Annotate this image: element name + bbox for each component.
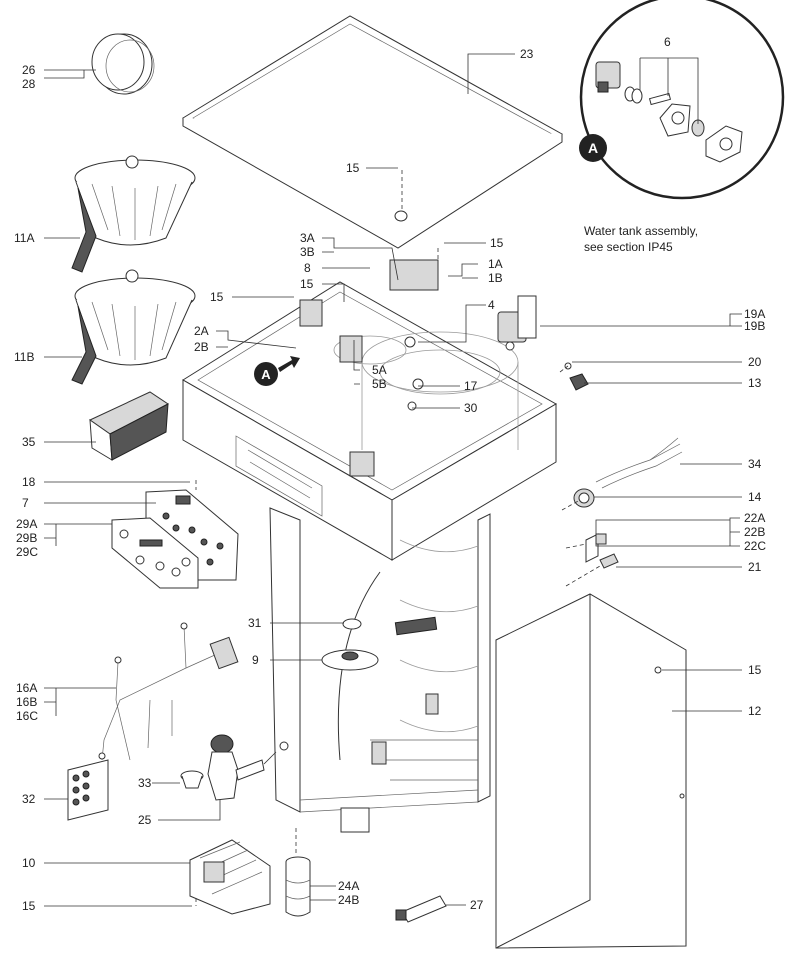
grease-tube-part-27 bbox=[395, 895, 447, 923]
label-3b: 3B bbox=[300, 245, 315, 259]
heatsink-part-10 bbox=[189, 839, 271, 915]
label-26: 26 bbox=[22, 63, 36, 77]
label-2a: 2A bbox=[194, 324, 209, 338]
label-29b: 29B bbox=[16, 531, 37, 545]
side-panel-part-12 bbox=[495, 593, 687, 949]
label-1b: 1B bbox=[488, 271, 503, 285]
label-15-top: 15 bbox=[490, 236, 504, 250]
callout-labels: 26 28 23 6 15 3A 3B 15 11A 8 1A 1B 15 15… bbox=[14, 35, 766, 913]
label-15-lid: 15 bbox=[346, 161, 360, 175]
label-35: 35 bbox=[22, 435, 36, 449]
label-5b: 5B bbox=[372, 377, 387, 391]
element-part-24 bbox=[285, 856, 311, 917]
water-tank-note-line1: Water tank assembly, bbox=[584, 224, 698, 238]
faucet-part-25 bbox=[207, 734, 265, 801]
label-25: 25 bbox=[138, 813, 152, 827]
label-16c: 16C bbox=[16, 709, 38, 723]
clip-part-13 bbox=[569, 373, 589, 391]
label-14: 14 bbox=[748, 490, 762, 504]
gasket-part-31 bbox=[342, 618, 362, 630]
valve-part-19 bbox=[497, 295, 537, 351]
thermostat-part-21 bbox=[599, 553, 619, 569]
label-1a: 1A bbox=[488, 257, 503, 271]
label-2b: 2B bbox=[194, 340, 209, 354]
label-20: 20 bbox=[748, 355, 762, 369]
label-17: 17 bbox=[464, 379, 478, 393]
switch-part-14 bbox=[573, 488, 595, 508]
arrow-a: A bbox=[254, 356, 300, 386]
label-24b: 24B bbox=[338, 893, 359, 907]
label-19a: 19A bbox=[744, 307, 765, 321]
label-9: 9 bbox=[252, 653, 259, 667]
assembly-lines bbox=[195, 170, 601, 906]
transformer-part-35 bbox=[89, 391, 169, 461]
label-15-mid: 15 bbox=[300, 277, 314, 291]
lid-part-23 bbox=[182, 15, 563, 249]
label-5a: 5A bbox=[372, 363, 387, 377]
label-22a: 22A bbox=[744, 511, 765, 525]
label-15-left: 15 bbox=[210, 290, 224, 304]
brew-basket-11a bbox=[71, 155, 196, 273]
label-22b: 22B bbox=[744, 525, 765, 539]
label-30: 30 bbox=[464, 401, 478, 415]
label-27: 27 bbox=[470, 898, 484, 912]
label-10: 10 bbox=[22, 856, 36, 870]
detail-a-marker: A bbox=[588, 140, 598, 156]
cap-part-33 bbox=[180, 770, 204, 789]
tube-part-26-28 bbox=[91, 33, 155, 95]
label-33: 33 bbox=[138, 776, 152, 790]
label-29c: 29C bbox=[16, 545, 38, 559]
arrow-a-label: A bbox=[261, 367, 271, 382]
label-19b: 19B bbox=[744, 319, 765, 333]
label-3a: 3A bbox=[300, 231, 315, 245]
overlay-part-29 bbox=[111, 517, 199, 589]
label-16a: 16A bbox=[16, 681, 37, 695]
label-8: 8 bbox=[304, 261, 311, 275]
label-15-panel: 15 bbox=[748, 663, 762, 677]
label-18: 18 bbox=[22, 475, 36, 489]
label-32: 32 bbox=[22, 792, 36, 806]
label-22c: 22C bbox=[744, 539, 766, 553]
terminal-block-part-32 bbox=[67, 759, 109, 821]
label-24a: 24A bbox=[338, 879, 359, 893]
label-23: 23 bbox=[520, 47, 534, 61]
cord-part-34 bbox=[595, 437, 683, 489]
label-11a: 11A bbox=[14, 231, 34, 245]
label-21: 21 bbox=[748, 560, 762, 574]
label-28: 28 bbox=[22, 77, 36, 91]
label-7: 7 bbox=[22, 496, 29, 510]
leader-lines bbox=[44, 53, 742, 907]
label-4: 4 bbox=[488, 298, 495, 312]
brew-basket-11b bbox=[71, 269, 196, 385]
label-29a: 29A bbox=[16, 517, 37, 531]
sprayhead-part-9 bbox=[321, 649, 379, 671]
label-11b: 11B bbox=[14, 350, 34, 364]
label-12: 12 bbox=[748, 704, 762, 718]
label-16b: 16B bbox=[16, 695, 37, 709]
water-tank-note-line2: see section IP45 bbox=[584, 240, 673, 254]
brewer-cabinet bbox=[182, 259, 558, 833]
label-13: 13 bbox=[748, 376, 762, 390]
label-6: 6 bbox=[664, 35, 671, 49]
label-15-bottom: 15 bbox=[22, 899, 36, 913]
detail-view-a: A bbox=[579, 0, 785, 200]
harness-part-16 bbox=[98, 622, 239, 761]
label-34: 34 bbox=[748, 457, 762, 471]
label-31: 31 bbox=[248, 616, 262, 630]
